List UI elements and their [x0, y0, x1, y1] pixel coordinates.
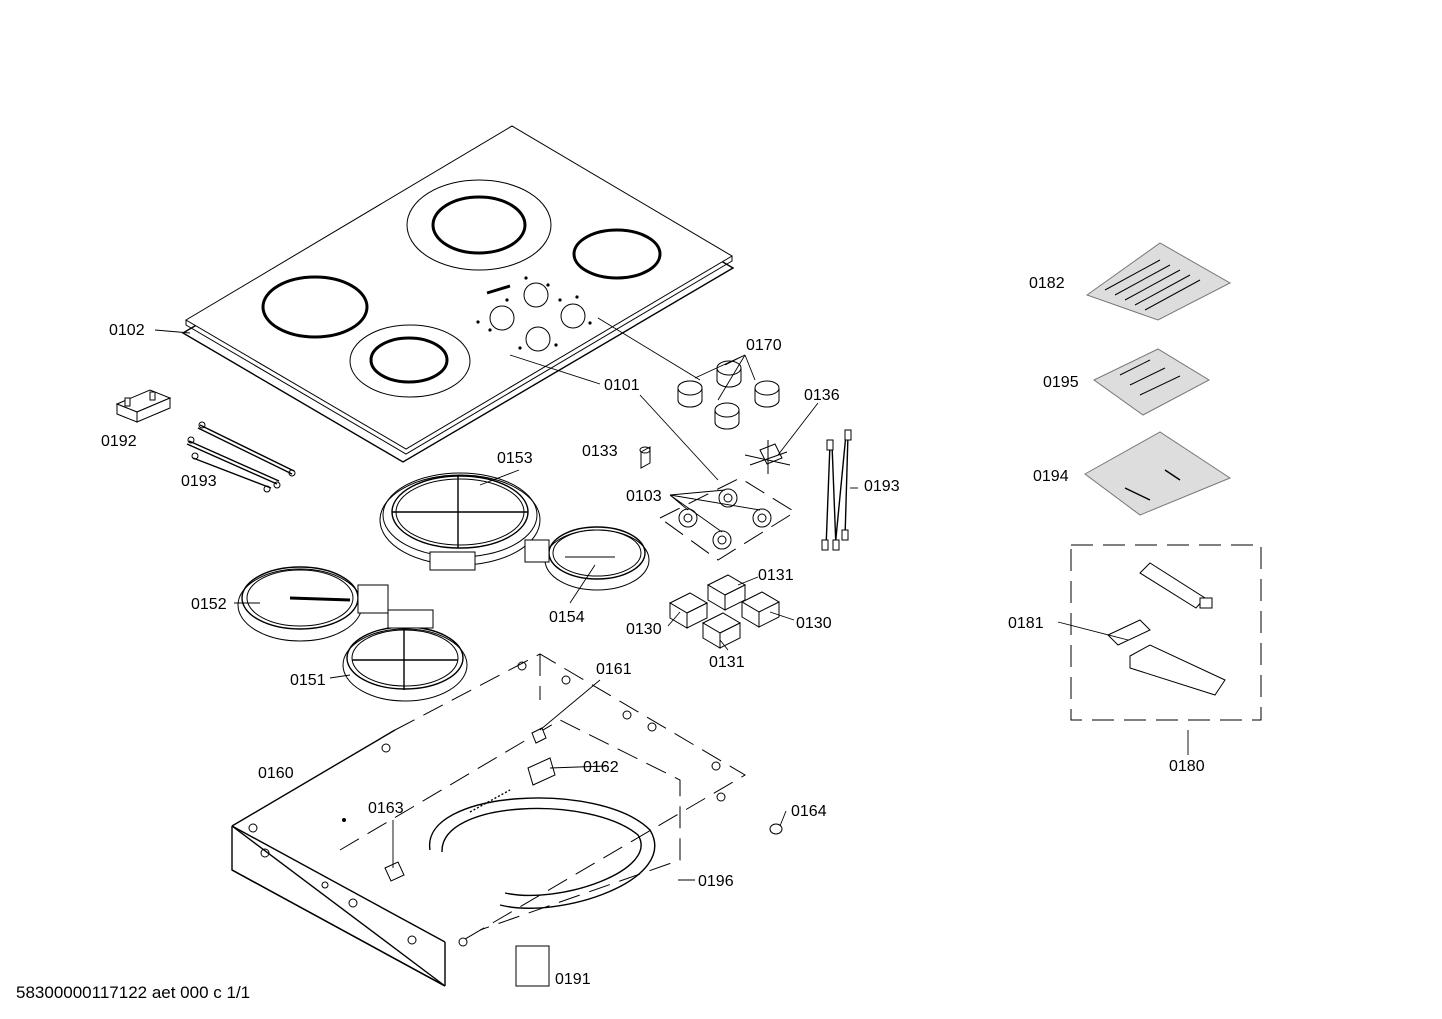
- label-0193: 0193: [864, 478, 900, 495]
- label-0153: 0153: [497, 450, 533, 467]
- control-markings: [476, 276, 592, 352]
- part-0193-cables: [821, 429, 852, 551]
- label-0195: 0195: [1043, 374, 1079, 391]
- label-0130-right: 0130: [796, 615, 832, 632]
- part-0191-bracket: [115, 389, 172, 423]
- part-0163: [384, 861, 405, 882]
- label-0154: 0154: [549, 609, 585, 626]
- label-0133: 0133: [582, 443, 618, 460]
- label-0190: 0191: [555, 971, 591, 988]
- label-0170: 0170: [746, 337, 782, 354]
- label-0196: 0196: [698, 873, 734, 890]
- label-0131-top: 0131: [758, 567, 794, 584]
- label-0130-left: 0130: [626, 621, 662, 638]
- part-0153-heater: [379, 472, 541, 571]
- part-0152-heater: [237, 566, 389, 642]
- glass-cooktop: [181, 125, 735, 463]
- leader-lines: [154, 317, 1189, 881]
- part-0151-heater: [342, 609, 468, 702]
- part-0154-heater: [524, 526, 650, 591]
- part-0164: [769, 823, 783, 835]
- part-0180-kit: [1070, 544, 1262, 721]
- part-0133: [639, 446, 651, 469]
- part-0103-controls: [659, 477, 796, 561]
- label-0194: 0194: [1033, 468, 1069, 485]
- part-0194-bag: [1084, 431, 1232, 516]
- part-0182-bag: [1085, 242, 1232, 321]
- label-0102: 0102: [109, 322, 145, 339]
- part-0195-bag: [1093, 348, 1211, 416]
- part-0192-wires: [186, 421, 296, 493]
- part-0162: [527, 757, 556, 786]
- label-0191: 0192: [101, 433, 137, 450]
- label-0162: 0162: [583, 759, 619, 776]
- label-0160: 0160: [258, 765, 294, 782]
- part-0160-housing: [231, 653, 746, 987]
- part-0136-connector: [744, 440, 791, 474]
- part-013x-switches: [668, 574, 781, 649]
- label-0163: 0163: [368, 800, 404, 817]
- label-0181: 0181: [1008, 615, 1044, 632]
- label-0164: 0164: [791, 803, 827, 820]
- label-0103: 0103: [626, 488, 662, 505]
- part-0196-cable: [429, 789, 656, 909]
- part-0170-knobs: [677, 360, 780, 430]
- label-0131-bottom: 0131: [709, 654, 745, 671]
- label-0180: 0180: [1169, 758, 1205, 775]
- label-0136: 0136: [804, 387, 840, 404]
- label-0151: 0151: [290, 672, 326, 689]
- label-0152: 0152: [191, 596, 227, 613]
- label-0161: 0161: [596, 661, 632, 678]
- label-0182: 0182: [1029, 275, 1065, 292]
- label-0101: 0101: [604, 377, 640, 394]
- part-0190-label: [515, 945, 550, 987]
- label-0192: 0193: [181, 473, 217, 490]
- document-id: 58300000117122 aet 000 c 1/1: [16, 983, 250, 1002]
- part-0161: [531, 727, 547, 744]
- part-labels: 0102 0101 0170 0136 0192 0193 0133 0153 …: [101, 275, 1205, 988]
